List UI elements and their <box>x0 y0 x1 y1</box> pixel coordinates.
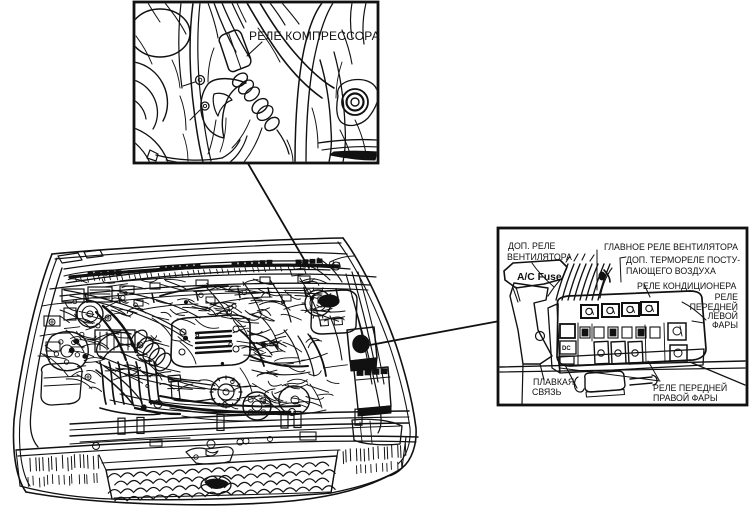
svg-text:РЕЛЕ КОНДИЦИОНЕРА: РЕЛЕ КОНДИЦИОНЕРА <box>637 281 736 291</box>
svg-text:A/C Fuse: A/C Fuse <box>517 272 562 283</box>
svg-text:DC: DC <box>562 346 571 352</box>
svg-text:ДОП. ТЕРМОРЕЛЕ ПОСТУ-: ДОП. ТЕРМОРЕЛЕ ПОСТУ- <box>626 255 740 265</box>
svg-text:РЕЛЕ: РЕЛЕ <box>715 292 739 302</box>
svg-text:ПЛАВКАЯ: ПЛАВКАЯ <box>533 377 574 387</box>
svg-text:ВЕНТИЛЯТОРА: ВЕНТИЛЯТОРА <box>507 252 572 262</box>
svg-text:ФАРЫ: ФАРЫ <box>712 320 738 330</box>
svg-text:РЕЛЕ КОМПРЕССОРА: РЕЛЕ КОМПРЕССОРА <box>249 29 380 43</box>
svg-text:СВЯЗЬ: СВЯЗЬ <box>532 387 562 397</box>
svg-text:РЕЛЕ ПЕРЕДНЕЙ: РЕЛЕ ПЕРЕДНЕЙ <box>653 382 727 393</box>
svg-text:ПРАВОЙ ФАРЫ: ПРАВОЙ ФАРЫ <box>653 392 718 403</box>
svg-text:ДОП. РЕЛЕ: ДОП. РЕЛЕ <box>508 241 556 251</box>
svg-text:ГЛАВНОЕ РЕЛЕ ВЕНТИЛЯТОРА: ГЛАВНОЕ РЕЛЕ ВЕНТИЛЯТОРА <box>604 242 738 252</box>
svg-text:ПАЮЩЕГО ВОЗДУХА: ПАЮЩЕГО ВОЗДУХА <box>626 266 716 276</box>
